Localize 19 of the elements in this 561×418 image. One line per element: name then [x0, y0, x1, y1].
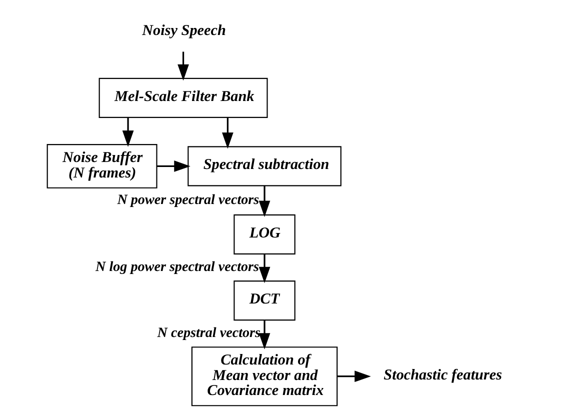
arrow	[258, 254, 270, 284]
arrow	[337, 370, 371, 382]
arrow	[157, 160, 190, 172]
edge-label: N power spectral vectors	[117, 192, 260, 208]
node-box: Noise Buffer (N frames)	[46, 144, 158, 188]
node-box: Spectral subtraction	[188, 146, 342, 186]
arrow	[178, 52, 189, 81]
edge-label: N cepstral vectors	[157, 325, 260, 342]
node-box: DCT	[234, 280, 296, 321]
arrow	[258, 320, 270, 350]
node-box: Mel-Scale Filter Bank	[98, 78, 268, 118]
node-box: LOG	[234, 214, 296, 254]
node-text: Noisy Speech	[142, 22, 226, 39]
edge-label: N log power spectral vectors	[96, 259, 259, 276]
arrow	[122, 118, 134, 147]
node-box: Calculation of Mean vector and Covariance matrix	[191, 346, 338, 406]
arrow	[222, 118, 234, 149]
node-text: Stochastic features	[384, 366, 502, 384]
arrow	[258, 186, 270, 217]
